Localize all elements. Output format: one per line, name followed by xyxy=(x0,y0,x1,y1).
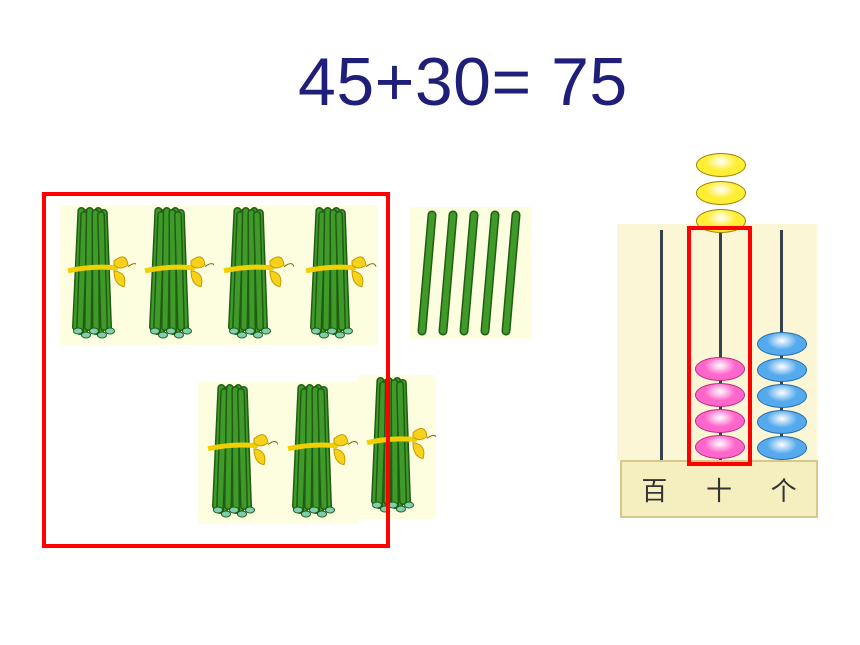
ones-bead xyxy=(757,436,807,460)
tens-bead xyxy=(695,383,745,407)
tens-rod xyxy=(719,230,722,462)
bundle-of-ten xyxy=(60,205,139,345)
bundle-of-ten xyxy=(278,382,359,524)
tens-bead xyxy=(695,435,745,459)
bundles-highlight-box xyxy=(42,192,390,548)
loose-sticks xyxy=(410,207,532,339)
place-label-hundreds: 百 xyxy=(641,476,668,507)
bundle-of-ten xyxy=(136,205,216,345)
ones-bead xyxy=(757,410,807,434)
ones-bead xyxy=(757,358,807,382)
tens-bead xyxy=(695,357,745,381)
abacus-base: 百 十 个 xyxy=(620,460,818,518)
bundle-of-ten xyxy=(294,205,378,345)
hundreds-rod xyxy=(660,230,663,462)
place-label-tens: 十 xyxy=(705,476,732,507)
ones-bead xyxy=(757,384,807,408)
ones-bead xyxy=(757,332,807,356)
equation: 45+30= 75 xyxy=(298,44,628,120)
place-label-ones: 个 xyxy=(770,476,797,507)
tens-bead xyxy=(695,409,745,433)
added-tens-bead xyxy=(696,153,746,177)
bundle-of-ten xyxy=(358,375,438,519)
bundle-of-ten xyxy=(214,205,295,345)
tens-rod-highlight-box xyxy=(687,226,752,466)
added-tens-bead xyxy=(696,181,746,205)
bundle-of-ten xyxy=(198,382,279,524)
